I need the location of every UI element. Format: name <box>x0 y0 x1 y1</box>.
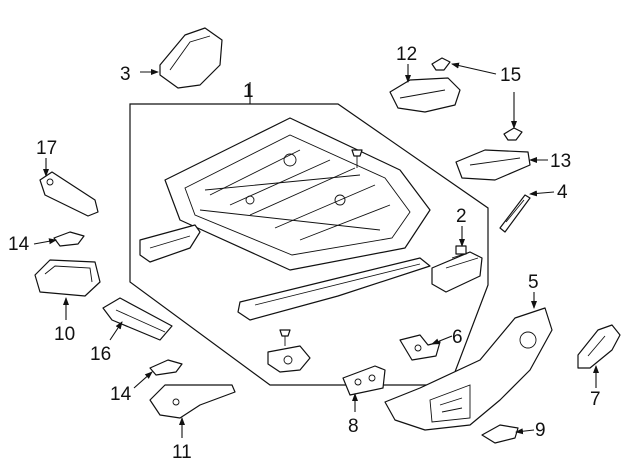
callout-4: 4 <box>557 182 568 203</box>
callout-labels: 1 2 3 4 5 6 7 8 9 10 11 12 13 14 14 15 1… <box>8 44 601 463</box>
part-3-cover[interactable] <box>159 27 223 89</box>
callout-13: 13 <box>550 151 571 172</box>
callout-5: 5 <box>528 272 539 293</box>
part-1-seat-frame[interactable] <box>129 103 489 386</box>
part-14-clip-left[interactable] <box>53 231 85 247</box>
part-8-switch[interactable] <box>342 365 386 396</box>
part-15-clip-top[interactable] <box>431 57 451 71</box>
frame-bolt-upper <box>351 149 363 157</box>
part-9-knob[interactable] <box>481 424 519 444</box>
callout-16: 16 <box>90 344 111 365</box>
callout-10: 10 <box>54 324 75 345</box>
callout-6: 6 <box>452 327 463 348</box>
part-7-cover[interactable] <box>577 324 621 369</box>
callout-17: 17 <box>36 138 57 159</box>
callout-14-left: 14 <box>8 234 30 255</box>
part-4-trim[interactable] <box>499 194 531 233</box>
callout-1: 1 <box>243 81 254 102</box>
callout-2: 2 <box>456 206 467 227</box>
part-16-bar[interactable] <box>102 297 173 341</box>
callout-7: 7 <box>590 389 601 410</box>
frame-bolt-lower <box>279 329 291 337</box>
part-14-clip-lower[interactable] <box>149 359 183 376</box>
part-12-cushion[interactable] <box>389 77 461 113</box>
part-5-side-shield[interactable] <box>384 307 553 431</box>
callout-15: 15 <box>500 65 521 86</box>
callout-14-lower: 14 <box>110 384 132 405</box>
frame-enclosure-outline <box>129 103 489 386</box>
part-13-connector[interactable] <box>455 149 531 181</box>
part-15-clip-mid[interactable] <box>503 127 523 141</box>
part-10-tray[interactable] <box>34 259 101 297</box>
leader-lines <box>33 62 599 438</box>
part-11-plate[interactable] <box>149 384 236 419</box>
part-17-bracket[interactable] <box>39 171 99 217</box>
callout-12: 12 <box>396 44 417 65</box>
part-6-bracket[interactable] <box>399 334 441 361</box>
callout-3: 3 <box>120 64 131 85</box>
part-2-motor[interactable] <box>431 245 483 293</box>
callout-11: 11 <box>172 442 192 463</box>
callout-9: 9 <box>535 420 546 441</box>
callout-8: 8 <box>348 416 359 437</box>
